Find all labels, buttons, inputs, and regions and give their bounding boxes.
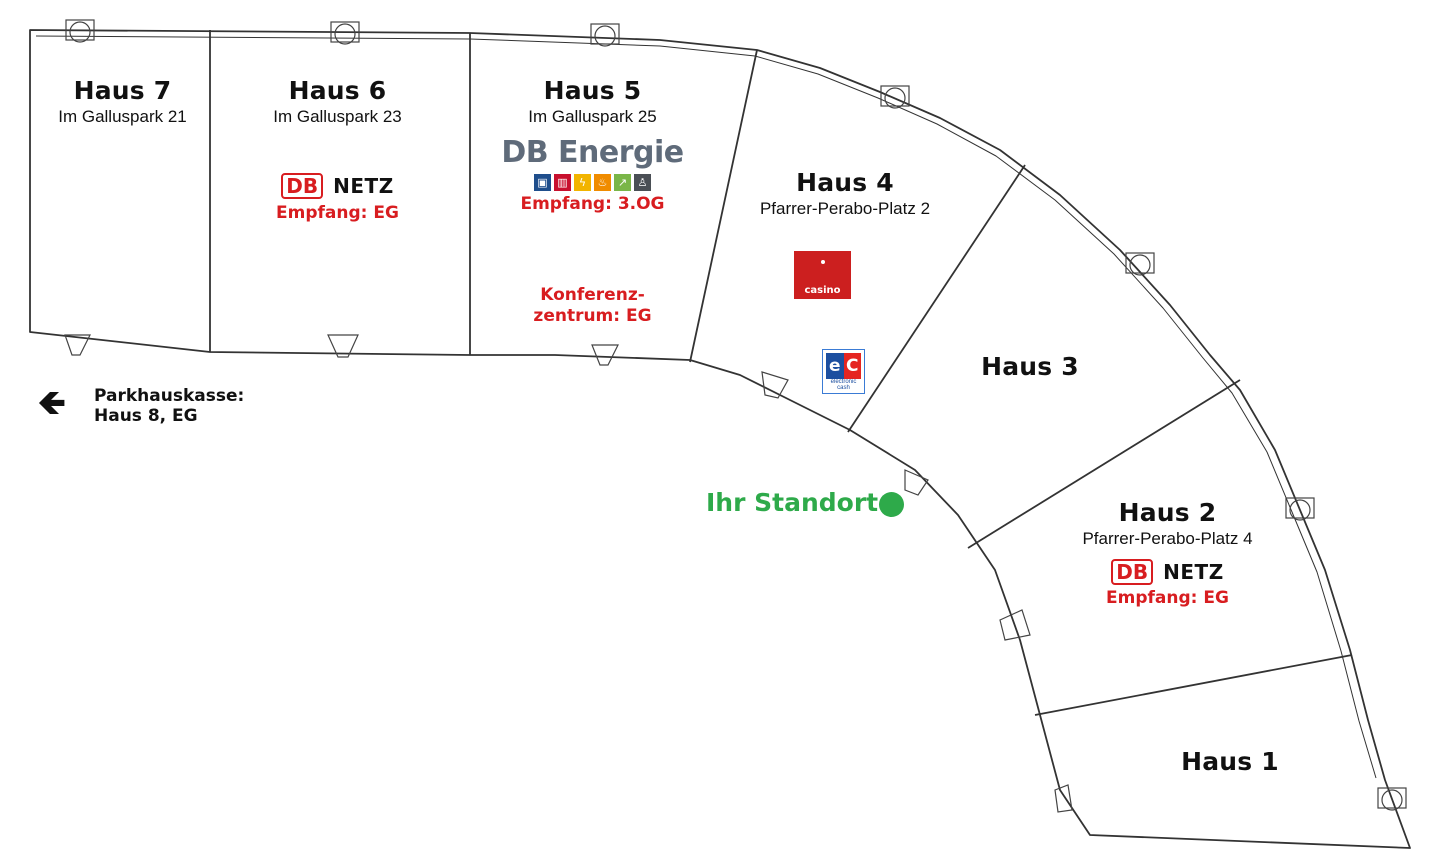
haus-1-label: Haus 1 <box>1150 747 1310 776</box>
wall-2-1 <box>1034 654 1353 716</box>
haus-1-name: Haus 1 <box>1181 747 1279 776</box>
parking-line-2: Haus 8, EG <box>94 406 198 426</box>
tower-icon: ♙ <box>634 174 651 191</box>
haus-3-name: Haus 3 <box>981 352 1079 381</box>
ec-subtext: electronic cash <box>830 379 857 391</box>
haus-2-reception: Empfang: EG <box>1106 588 1229 608</box>
parking-info: Parkhauskasse: Haus 8, EG <box>94 386 244 426</box>
haus-6-label: Haus 6 Im Galluspark 23 DB NETZ Empfang:… <box>235 76 440 223</box>
db-energie-icon-row: ▣▥ϟ♨↗♙ <box>490 174 695 191</box>
location-marker-icon <box>879 492 904 517</box>
haus-2-label: Haus 2 Pfarrer-Perabo-Platz 4 DB NETZ Em… <box>1060 498 1275 608</box>
you-are-here-label: Ihr Standort <box>706 488 879 517</box>
ec-c-icon: C <box>843 353 861 379</box>
chart-icon: ↗ <box>614 174 631 191</box>
haus-5-label: Haus 5 Im Galluspark 25 DB Energie ▣▥ϟ♨↗… <box>490 76 695 214</box>
haus-6-name: Haus 6 <box>288 76 387 105</box>
netz-text: NETZ <box>333 174 394 198</box>
haus-4-label: Haus 4 Pfarrer-Perabo-Platz 2 <box>740 168 950 219</box>
haus-4-name: Haus 4 <box>796 168 894 197</box>
wall-5-4 <box>689 49 758 363</box>
haus-6-reception: Empfang: EG <box>276 203 399 223</box>
casino-dot-icon <box>820 260 825 264</box>
arrow-left-icon: 🡸 <box>38 384 66 422</box>
ec-cash-logo: e C electronic cash <box>822 349 865 394</box>
haus-6-address: Im Galluspark 23 <box>273 107 402 126</box>
building-outline <box>29 29 1411 849</box>
door-1a <box>1054 784 1073 813</box>
door-3 <box>904 469 929 496</box>
netz-text: NETZ <box>1163 560 1224 584</box>
door-7 <box>64 334 91 356</box>
rail-icon: ▣ <box>534 174 551 191</box>
haus-7-address: Im Galluspark 21 <box>58 107 187 126</box>
db-logo-icon: DB <box>281 173 324 199</box>
casino-logo: casino <box>794 251 851 299</box>
stair-symbol-top-3 <box>1125 252 1155 276</box>
haus-2-address: Pfarrer-Perabo-Platz 4 <box>1082 529 1253 548</box>
stair-symbol-top-5 <box>590 23 620 47</box>
haus-5-address: Im Galluspark 25 <box>528 107 657 126</box>
db-energie-logo: DB Energie <box>501 135 684 170</box>
stair-symbol-top-2 <box>1285 497 1315 521</box>
haus-7-name: Haus 7 <box>73 76 172 105</box>
stair-symbol-top-7 <box>65 19 95 43</box>
db-netz-logo-2: DB NETZ <box>1060 559 1275 585</box>
stair-symbol-top-4 <box>880 85 910 109</box>
ec-e-icon: e <box>826 353 844 379</box>
casino-text: casino <box>804 285 841 296</box>
conference-line-2: zentrum: EG <box>533 306 652 326</box>
haus-5-reception: Empfang: 3.OG <box>520 194 665 214</box>
haus-5-name: Haus 5 <box>543 76 642 105</box>
power-icon: ϟ <box>574 174 591 191</box>
stair-symbol-top-6 <box>330 21 360 45</box>
fuel-icon: ▥ <box>554 174 571 191</box>
haus-2-name: Haus 2 <box>1118 498 1217 527</box>
door-2a <box>999 609 1031 641</box>
parking-line-1: Parkhauskasse: <box>94 386 245 406</box>
wall-3-2 <box>967 379 1241 549</box>
flame-icon: ♨ <box>594 174 611 191</box>
door-4 <box>761 371 789 399</box>
wall-4-3 <box>847 164 1026 433</box>
db-logo-icon: DB <box>1111 559 1154 585</box>
db-netz-logo: DB NETZ <box>235 173 440 199</box>
haus-3-label: Haus 3 <box>950 352 1110 381</box>
conference-line-1: Konferenz- <box>540 285 645 305</box>
door-6 <box>327 334 359 358</box>
haus-4-address: Pfarrer-Perabo-Platz 2 <box>759 199 931 218</box>
door-5 <box>591 344 619 366</box>
stair-symbol-top-1 <box>1377 787 1407 811</box>
conference-center-label: Konferenz- zentrum: EG <box>490 285 695 327</box>
haus-7-label: Haus 7 Im Galluspark 21 <box>30 76 215 127</box>
